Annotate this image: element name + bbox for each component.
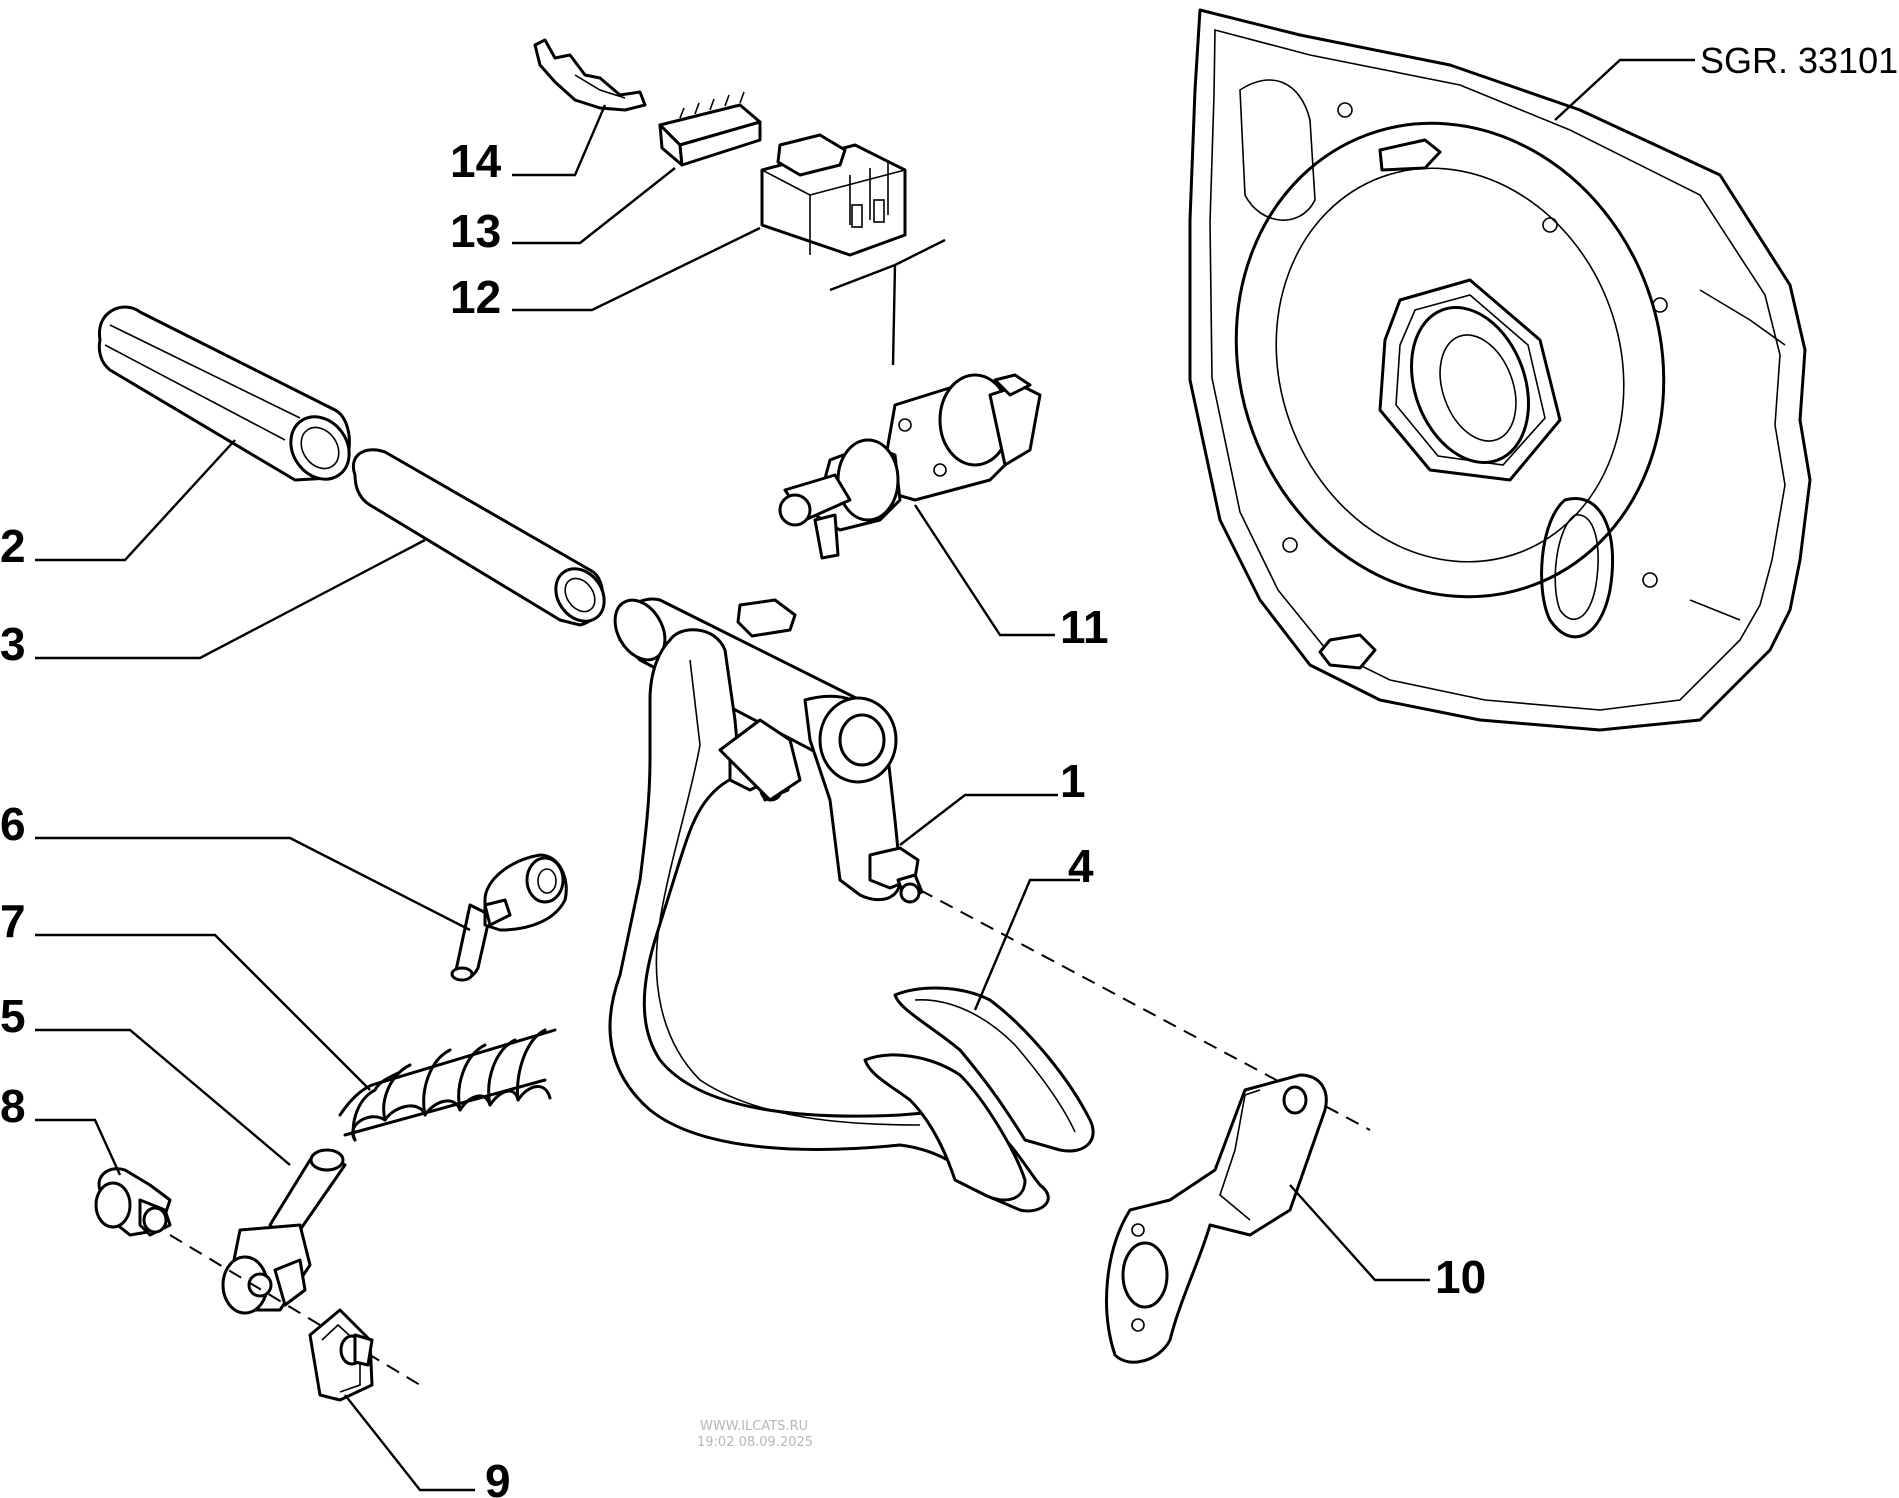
- leader-7: [35, 933, 371, 1091]
- callout-12: 12: [450, 271, 501, 323]
- leader-12: [512, 226, 761, 312]
- leader-10: [1289, 1184, 1430, 1282]
- pedal-switch-part-11: [778, 373, 1042, 560]
- pin-axis-line: [169, 1234, 421, 1386]
- leader-6: [35, 836, 471, 932]
- callout-4: 4: [1068, 840, 1094, 892]
- leader-11: [913, 504, 1055, 637]
- bushing-part-3: [351, 448, 606, 627]
- leader-14: [512, 104, 607, 177]
- connector-housing-part-12: [760, 133, 907, 257]
- callout-3: 3: [0, 618, 26, 670]
- callout-7: 7: [0, 895, 26, 947]
- clip-part-9: [308, 1308, 374, 1402]
- callout-10: 10: [1435, 1251, 1486, 1303]
- callout-14: 14: [450, 135, 502, 187]
- leader-4: [973, 878, 1080, 1011]
- connector-lock-part-13: [658, 91, 762, 167]
- callout-13: 13: [450, 205, 501, 257]
- bolt-part-8: [94, 1167, 172, 1237]
- leader-1: [899, 793, 1058, 846]
- clutch-pedal-part-1: [608, 597, 1050, 1213]
- leader-8: [35, 1118, 122, 1176]
- terminal-part-14: [533, 38, 647, 112]
- callout-2: 2: [0, 520, 26, 572]
- clevis-rod-part-5: [221, 1148, 347, 1315]
- callout-1: 1: [1060, 755, 1086, 807]
- leader-3: [35, 538, 426, 660]
- leader-2: [35, 439, 236, 562]
- housing-reference-label: SGR. 33101: [1700, 40, 1898, 81]
- callout-11: 11: [1060, 601, 1109, 653]
- watermark-site: WWW.ILCATS.RU: [700, 1419, 808, 1434]
- spring-part-7: [338, 1028, 557, 1142]
- pedal-housing-part: [1188, 8, 1812, 732]
- pedal-pad-part-4: [863, 986, 1095, 1202]
- pin-part-6: [450, 853, 568, 982]
- leader-9: [344, 1394, 475, 1492]
- watermark-timestamp: 19:02 08.09.2025: [697, 1435, 813, 1450]
- leader-13: [512, 167, 676, 245]
- callout-6: 6: [0, 798, 26, 850]
- sleeve-part-2: [97, 305, 351, 482]
- leader-5: [35, 1028, 291, 1166]
- callout-5: 5: [0, 990, 26, 1042]
- callout-9: 9: [485, 1455, 511, 1498]
- callout-8: 8: [0, 1080, 26, 1132]
- leader-housing: [1554, 58, 1695, 121]
- bracket-part-10: [1105, 1073, 1328, 1364]
- connector-insertion-mark: [829, 238, 946, 366]
